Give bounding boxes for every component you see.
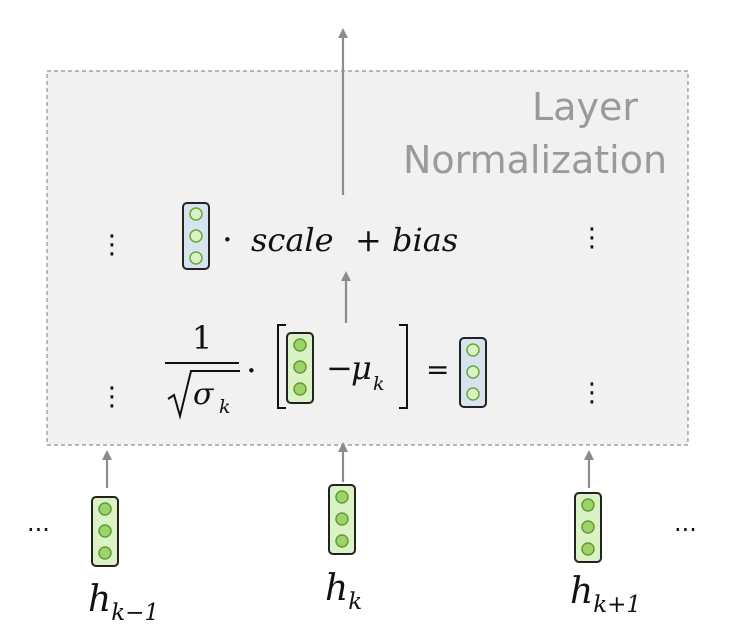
formula-equals: = bbox=[426, 353, 449, 386]
formula-mu-sub: k bbox=[373, 373, 385, 395]
input-vector-right-icon bbox=[574, 492, 602, 563]
formula-top-bias: bias bbox=[392, 221, 458, 259]
input-label-left-main: h bbox=[88, 579, 111, 620]
formula-bottom-dot: · bbox=[246, 351, 257, 391]
sqrt-symbol bbox=[167, 370, 240, 420]
input-label-right-sub: k+1 bbox=[593, 592, 641, 618]
vertical-ellipsis-top-right: ⋮ bbox=[579, 223, 605, 253]
input-label-left-sub: k−1 bbox=[111, 600, 159, 626]
input-label-right-main: h bbox=[570, 571, 593, 612]
ellipsis-left: ... bbox=[27, 509, 50, 537]
left-bracket bbox=[277, 324, 286, 409]
input-label-center-main: h bbox=[325, 568, 348, 609]
formula-mu: μ bbox=[351, 349, 372, 387]
formula-top-dot: · bbox=[222, 220, 233, 260]
title-line-2: Normalization bbox=[403, 138, 667, 182]
vertical-ellipsis-top-left: ⋮ bbox=[99, 230, 125, 260]
input-label-center-sub: k bbox=[348, 589, 362, 615]
input-vector-left-icon bbox=[91, 496, 119, 567]
formula-sigma: σ bbox=[193, 377, 215, 412]
formula-top-plus: + bbox=[355, 221, 382, 259]
formula-sigma-sub: k bbox=[219, 396, 231, 418]
scaled-vector-icon bbox=[182, 202, 210, 270]
input-vector-center-icon bbox=[328, 484, 356, 555]
input-label-left: hk−1 bbox=[88, 579, 159, 626]
input-label-right: hk+1 bbox=[570, 571, 641, 618]
input-vector-icon bbox=[286, 332, 314, 404]
vertical-ellipsis-bottom-right: ⋮ bbox=[579, 378, 605, 408]
input-label-center: hk bbox=[325, 568, 362, 615]
layer-norm-box bbox=[46, 70, 689, 446]
normalized-vector-icon bbox=[459, 337, 487, 408]
formula-top-scale: scale bbox=[251, 221, 334, 259]
right-bracket bbox=[399, 324, 408, 409]
formula-numerator: 1 bbox=[192, 319, 212, 357]
vertical-ellipsis-bottom-left: ⋮ bbox=[99, 382, 125, 412]
title-line-1: Layer bbox=[532, 85, 638, 129]
formula-minus: − bbox=[326, 349, 353, 387]
ellipsis-right: ... bbox=[674, 509, 697, 537]
